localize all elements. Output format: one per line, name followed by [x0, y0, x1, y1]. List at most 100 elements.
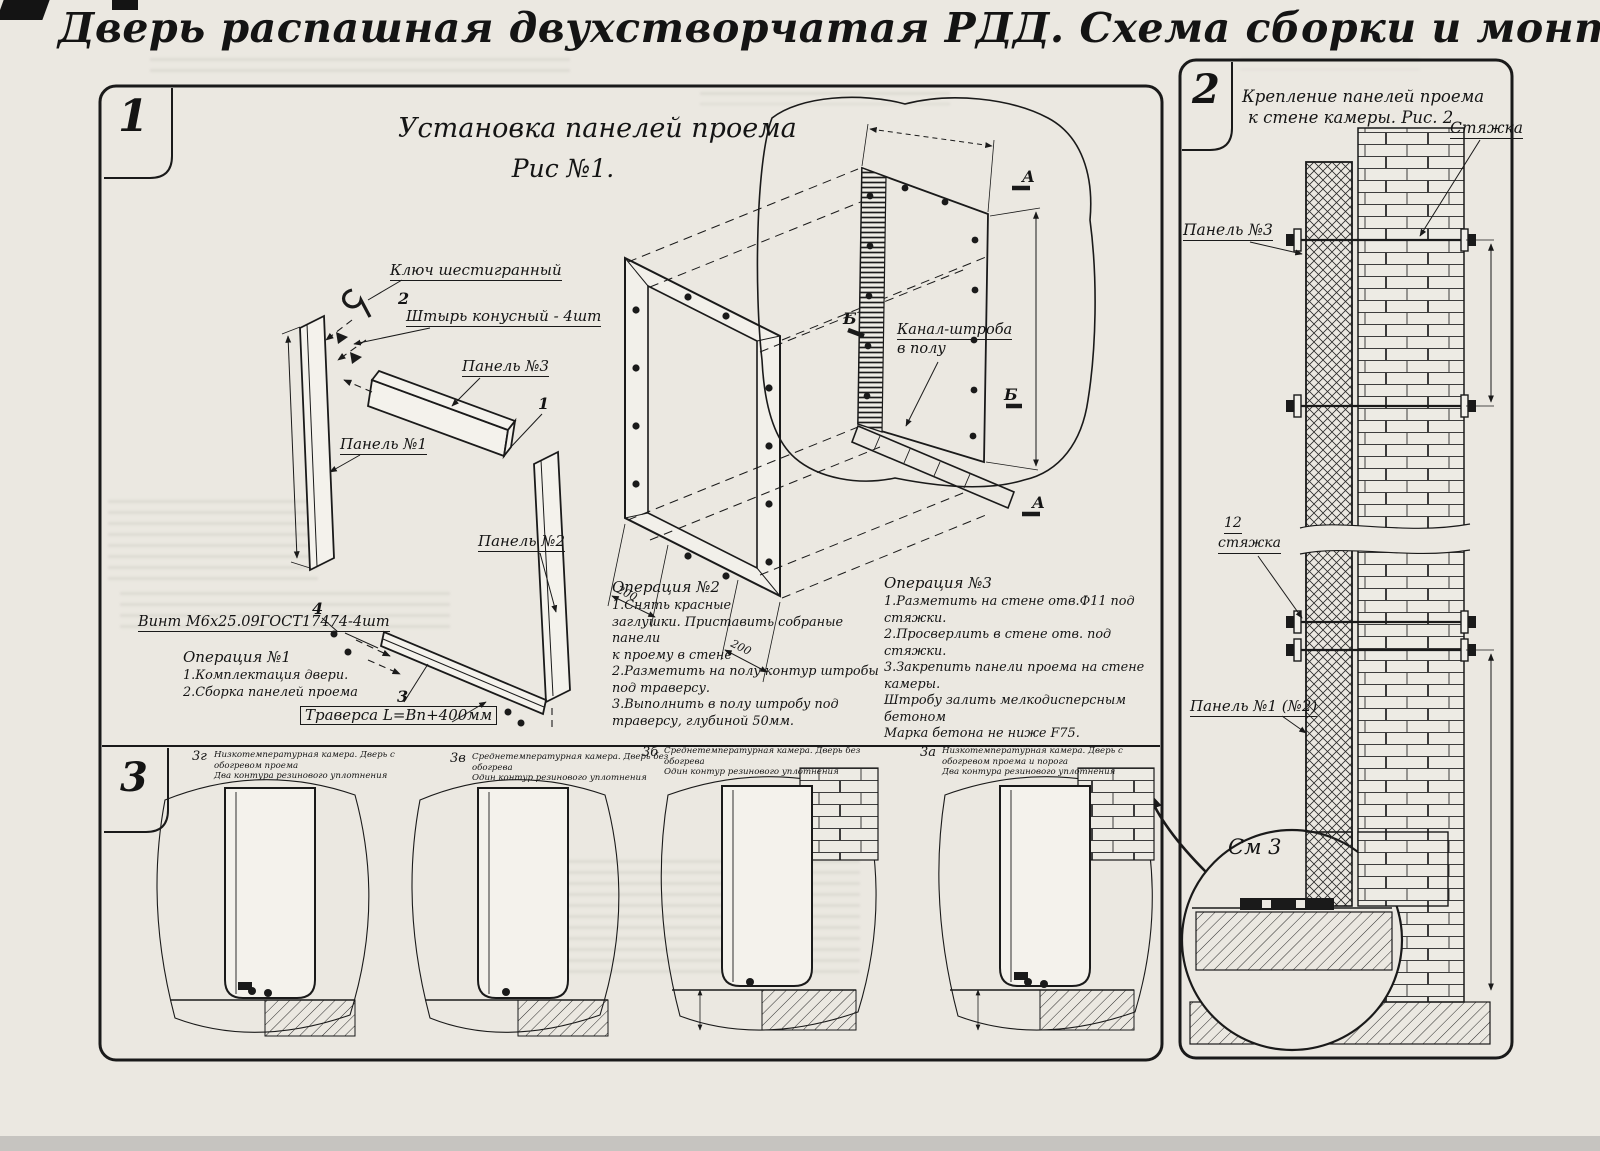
operation-1-line: 2.Сборка панелей проема: [183, 684, 358, 700]
operation-3-line: Штробу залить мелкодисперсным бетоном: [884, 693, 1126, 725]
label-tie-mid: стяжка: [1218, 535, 1282, 554]
section-mark-a-bottom: А: [1032, 493, 1046, 512]
detail-3b-caption: Среднетемпературная камера. Дверь без об…: [664, 746, 869, 778]
fig1-badge-corner: [104, 88, 173, 179]
label-channel-line2: в полу: [897, 341, 946, 357]
label-panel-2: Панель №2: [478, 532, 566, 552]
fig1-subtitle: Рис №1.: [511, 154, 615, 183]
label-pin: Штырь конусный - 4шт: [406, 307, 602, 327]
operation-3-line: 2.Просверлить в стене отв. под: [884, 627, 1112, 642]
detail-3a-caption-line2: Два контура резинового уплотнения: [942, 767, 1116, 777]
callout-4: 4: [312, 599, 324, 618]
operation-3-line: стяжки.: [884, 643, 947, 659]
fig3-detail-3g: [156, 779, 370, 1037]
fig2-title: Крепление панелей проема: [1242, 87, 1485, 106]
fig3-detail-3a: [938, 767, 1155, 1031]
sheet-title: Дверь распашная двухстворчатая РДД. Схем…: [58, 4, 1600, 52]
detail-3b-caption-line1: Среднетемпературная камера. Дверь без об…: [664, 746, 861, 767]
screw-shape: [330, 630, 338, 638]
fig1-assembled-frame: 200 200: [607, 256, 781, 683]
detail-3a-caption-line1: Низкотемпературная камера. Дверь с обогр…: [942, 746, 1123, 767]
detail-3g-caption-line2: Два контура резинового уплотнения: [214, 771, 388, 781]
detail-3v-id: 3в: [450, 751, 466, 766]
fig3-detail-3v: [411, 779, 620, 1037]
label-screw: Винт М6х25.09ГОСТ17474-4шт: [138, 614, 390, 633]
operation-3-title: Операция №3: [884, 574, 992, 592]
operation-2-line: траверсу, глубиной 50мм.: [612, 713, 794, 729]
label-see-3: См 3: [1228, 835, 1282, 859]
detail-3g-id: 3г: [192, 749, 207, 764]
detail-floor-hatch: [1195, 911, 1393, 971]
callout-1: 1: [538, 394, 550, 413]
detail-3b-caption-line2: Один контур резинового уплотнения: [664, 767, 839, 777]
fig2-badge-corner: [1182, 62, 1233, 151]
screw-shape: [517, 719, 525, 727]
wall-outline: [756, 96, 1096, 488]
detail-3g-caption-line1: Низкотемпературная камера. Дверь с обогр…: [214, 750, 395, 771]
label-hex-key: Ключ шестигранный: [390, 261, 562, 281]
detail-3v-caption-line2: Один контур резинового уплотнения: [472, 773, 647, 783]
operation-3-line: 3.Закрепить панели проема на стене камер…: [884, 660, 1145, 692]
opening-bolt-holes: [863, 184, 979, 440]
section-cut-marks: [847, 185, 1040, 517]
frame-bolt-holes: [632, 293, 773, 580]
fig3-badge: 3: [120, 754, 148, 801]
section-mark-a-top: А: [1022, 167, 1036, 186]
callout-2: 2: [398, 289, 410, 308]
scan-smudge: [112, 0, 138, 10]
operation-2-line: 2.Разметить на полу контур штробы: [612, 664, 879, 679]
detail-3v-caption: Среднетемпературная камера. Дверь без об…: [472, 752, 677, 784]
panel-1-shape: [299, 314, 335, 572]
operation-3-line: стяжки.: [884, 610, 947, 626]
label-panel-3: Панель №3: [462, 357, 550, 377]
operation-2-line: 1.Снять красные: [612, 598, 732, 613]
label-fig2-panel-3: Панель №3: [1183, 221, 1273, 242]
operation-3-line: 1.Разметить на стене отв.Ф11 под: [884, 594, 1135, 609]
fig1-leader-lines: [321, 279, 558, 723]
screw-shape: [344, 648, 352, 656]
panel-2-shape: [533, 450, 571, 704]
label-tie-top: Стяжка: [1450, 119, 1523, 140]
opening-panel-strip: [857, 167, 887, 433]
fig2-subtitle: к стене камеры. Рис. 2: [1248, 108, 1454, 127]
fig3-badge-corner: [104, 748, 169, 833]
pin-shape: [336, 332, 348, 344]
operation-2-line: под траверсу.: [612, 680, 710, 696]
pin-shape: [350, 352, 362, 364]
fig2-detail-circle: [1146, 790, 1449, 1052]
label-panel-1: Панель №1: [340, 435, 428, 455]
detail-3a-caption: Низкотемпературная камера. Дверь с обогр…: [942, 746, 1147, 778]
label-position-12: 12: [1224, 515, 1242, 534]
wall-break: [1300, 524, 1470, 554]
fig1-wall-opening: [756, 96, 1096, 517]
operation-1-title: Операция №1: [183, 648, 291, 666]
detail-3a-id: 3а: [920, 745, 937, 760]
label-panel-1-2: Панель №1 (№2): [1190, 697, 1318, 717]
operation-1: Операция №1 1.Комплектация двери. 2.Сбор…: [183, 648, 358, 701]
fig3-details: [156, 767, 1155, 1037]
operation-2: Операция №2 1.Снять красные заглушки. Пр…: [612, 578, 880, 730]
callout-3: 3: [397, 687, 409, 706]
fig2-badge: 2: [1192, 66, 1220, 113]
sheet-frames: [98, 58, 1514, 1062]
detail-3v-caption-line1: Среднетемпературная камера. Дверь без об…: [472, 752, 669, 773]
hex-key-shape: [341, 288, 372, 318]
label-channel-line1: Канал-штроба: [897, 322, 1013, 341]
detail-3g-caption: Низкотемпературная камера. Дверь с обогр…: [214, 750, 419, 782]
screw-shape: [504, 708, 512, 716]
operation-1-line: 1.Комплектация двери.: [183, 668, 349, 683]
operation-2-line: 3.Выполнить в полу штробу под: [612, 697, 839, 712]
operation-3-line: Марка бетона не ниже F75.: [884, 726, 1080, 741]
fig1-title: Установка панелей проема: [398, 113, 797, 144]
operation-2-line: заглушки. Приставить собраные панели: [612, 614, 844, 647]
section-mark-b-left: Б: [843, 309, 857, 328]
operation-3: Операция №3 1.Разметить на стене отв.Ф11…: [884, 574, 1160, 743]
detail-3b-id: 3б: [642, 745, 659, 760]
scan-edge: [0, 1136, 1600, 1151]
label-traverse: Траверса L=Bп+400мм: [300, 706, 498, 725]
operation-2-line: к проему в стене: [612, 647, 732, 663]
section-mark-b-right: Б: [1004, 385, 1018, 404]
threshold-bar: [1240, 898, 1334, 910]
